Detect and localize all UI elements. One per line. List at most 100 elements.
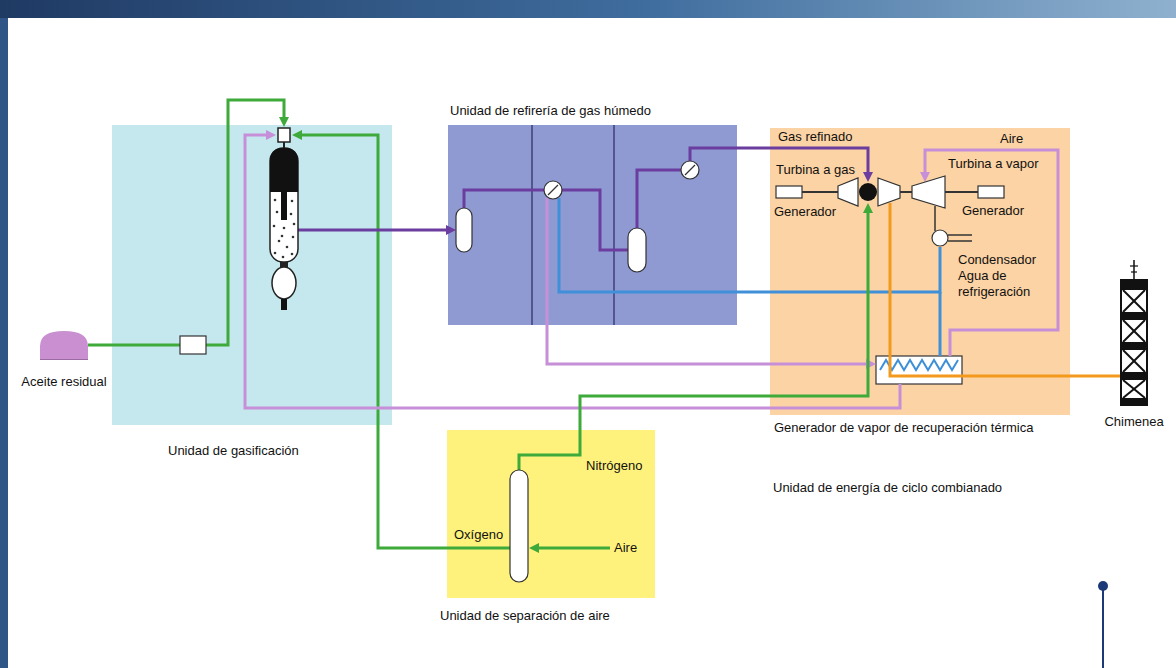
page-marker-dot [1098,581,1108,591]
unit-title: Unidad de energía de ciclo combianado [773,480,1002,496]
tank-outline [40,330,88,360]
arrow-head [266,130,276,140]
generator-box [776,186,802,198]
flow-line [690,148,873,182]
arrow-head [446,225,456,235]
arrow-head [292,130,302,140]
steam-turbine-symbol [912,176,945,208]
hrsg-box [876,356,962,384]
equipment [180,128,1004,582]
flow-path [298,229,449,232]
equipment-label: Generador [774,204,836,220]
gasifier-particles [274,199,277,202]
condenser-symbol [932,230,948,246]
chimney-outline [1118,260,1150,406]
slag-chamber [272,267,296,299]
equipment-label: Aire [1000,131,1023,147]
node-label: Aceite residual [21,374,106,390]
gas-pipe [637,170,681,228]
flow-path [547,198,869,364]
gasifier-particles [274,252,277,255]
gasifier-particles [293,223,296,226]
gasifier-particles [281,235,284,238]
unit-box: Unidad de separación de aire [447,430,655,598]
flow-path [890,203,1120,376]
unit-title: Unidad de separación de aire [440,608,610,624]
arrow-head [279,117,289,127]
flow-line [88,100,289,345]
heat-exchanger [544,181,562,199]
heat-exchanger [681,161,699,179]
gasifier-particles [292,236,295,239]
flow-line [547,198,876,369]
top-band [0,0,1176,18]
pump-box [180,336,206,354]
equipment-label: Aire [614,540,637,556]
equipment-label: Condensador [958,252,1036,268]
generator-box [978,186,1004,198]
flow-label: Gas refinado [778,129,852,145]
exhaust-steam-line [934,206,936,231]
arrow-head [863,203,873,213]
arrow-head [529,543,539,553]
connector-layer [88,100,1120,548]
separation-column [510,470,528,582]
shaft [945,191,978,193]
cooling-line [948,234,972,236]
slag-outlet [281,299,287,310]
flow-label: Nitrógeno [586,458,642,474]
gasifier-particles [273,225,276,228]
combustor-symbol [859,183,877,201]
unit-box: Unidad de gasificación [112,125,392,425]
shaft [900,191,912,193]
unit-title: Unidad de gasificación [168,443,299,459]
steam-pipe [925,150,1058,356]
heat-exchanger-mark [685,165,695,175]
arrow-head [920,172,930,182]
flow-line [292,130,510,548]
shaft [802,191,838,193]
flow-path [245,135,900,408]
gasifier-particles [291,253,294,256]
gasifier-particles [283,227,286,230]
gas-turbine-symbol [878,178,900,206]
gasifier-neck [283,142,285,148]
equipment-label: Generador de vapor de recuperación térmi… [774,420,1036,436]
hrsg-coil [880,360,958,370]
chimney: Chimenea [1118,260,1150,406]
gasifier-particles [286,246,289,249]
column-divider [613,125,614,325]
gas-pipe [562,190,628,250]
flow-label: Oxígeno [454,527,503,543]
compressor-symbol [838,178,858,206]
gasifier-vessel [270,148,298,262]
gasifier-particles [282,256,285,259]
gasifier-neck [280,262,288,267]
feed-tank: Aceite residual [40,330,88,360]
arrow-head [866,359,876,369]
gasifier-top [270,148,298,192]
cooling-line [948,240,972,242]
piping [464,125,1058,553]
heat-exchanger-mark [548,185,558,195]
gasifier-particles [291,200,294,203]
column-divider [531,125,532,325]
gas-pipe [464,190,544,208]
gasifier-burner [278,128,290,142]
flow-path [88,100,284,345]
flow-path [559,198,940,292]
unit-title: Unidad de refirería de gas húmedo [450,103,651,119]
equipment-label: Turbina a gas [776,162,855,178]
equipment-label: Agua de refrigeración [958,268,1050,300]
white-panel [8,18,1176,668]
page-marker-line [1102,588,1104,668]
arrow-head [863,172,873,182]
gasifier-particles [276,211,279,214]
water-pipe [939,292,942,356]
flow-path [299,135,510,548]
equipment-label: Turbina a vapor [948,156,1039,172]
